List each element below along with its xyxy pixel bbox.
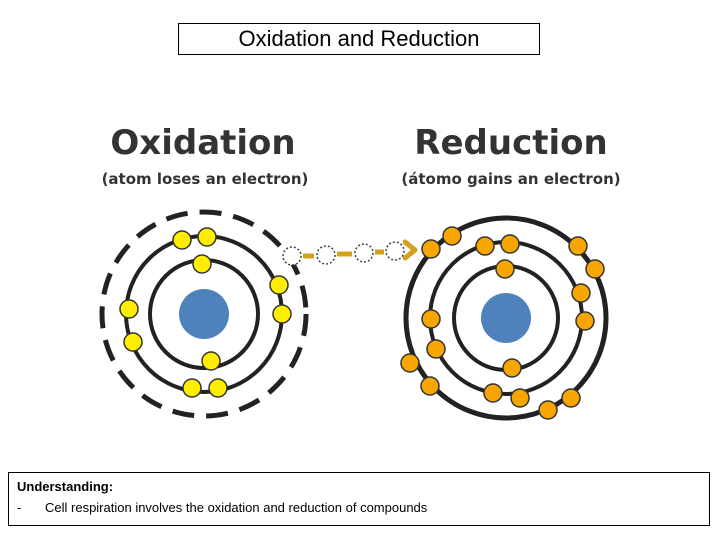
electron xyxy=(500,234,520,254)
reduction-atom xyxy=(400,215,609,421)
understanding-point: - Cell respiration involves the oxidatio… xyxy=(17,500,701,515)
electron xyxy=(568,236,588,256)
electron xyxy=(538,400,558,420)
reduction-outer-shell xyxy=(403,215,609,421)
bullet-marker: - xyxy=(17,500,22,515)
electron xyxy=(197,227,217,247)
electron xyxy=(442,226,462,246)
electron xyxy=(483,383,503,403)
electron xyxy=(208,378,228,398)
electron xyxy=(575,311,595,331)
oxidation-atom xyxy=(99,209,309,419)
electron xyxy=(475,236,495,256)
electron xyxy=(201,351,221,371)
electron xyxy=(182,378,202,398)
electron xyxy=(495,259,515,279)
transfer-electron-ghost xyxy=(282,246,302,266)
understanding-box: Understanding: - Cell respiration involv… xyxy=(8,472,710,526)
oxidation-electrons xyxy=(119,227,292,398)
reduction-electrons xyxy=(400,226,605,420)
electron xyxy=(571,283,591,303)
oxidation-outer-shell xyxy=(99,209,309,419)
electron xyxy=(420,376,440,396)
electron xyxy=(426,339,446,359)
transfer-electron-ghost xyxy=(316,245,336,265)
reduction-nucleus xyxy=(481,293,531,343)
oxidation-reduction-diagram: Oxidation (atom loses an electron) Reduc… xyxy=(99,123,621,421)
understanding-text: Cell respiration involves the oxidation … xyxy=(45,500,428,515)
electron xyxy=(192,254,212,274)
oxidation-nucleus xyxy=(179,289,229,339)
electron xyxy=(123,332,143,352)
electron xyxy=(421,309,441,329)
electron xyxy=(421,239,441,259)
understanding-heading: Understanding: xyxy=(17,479,114,494)
oxidation-subheading: (atom loses an electron) xyxy=(102,170,309,188)
electron xyxy=(502,358,522,378)
oxidation-heading: Oxidation xyxy=(110,123,295,163)
electron xyxy=(272,304,292,324)
page-title: Oxidation and Reduction xyxy=(178,23,540,55)
electron xyxy=(119,299,139,319)
electron-transfer-arrow xyxy=(282,239,418,266)
electron xyxy=(400,353,420,373)
arrow-head xyxy=(402,239,418,261)
electron xyxy=(510,388,530,408)
reduction-subheading: (átomo gains an electron) xyxy=(401,170,620,188)
transfer-electron-ghost xyxy=(385,241,405,261)
electron xyxy=(585,259,605,279)
electron xyxy=(269,275,289,295)
electron xyxy=(561,388,581,408)
transfer-electron-ghost xyxy=(354,243,374,263)
reduction-heading: Reduction xyxy=(414,123,607,163)
electron xyxy=(172,230,192,250)
